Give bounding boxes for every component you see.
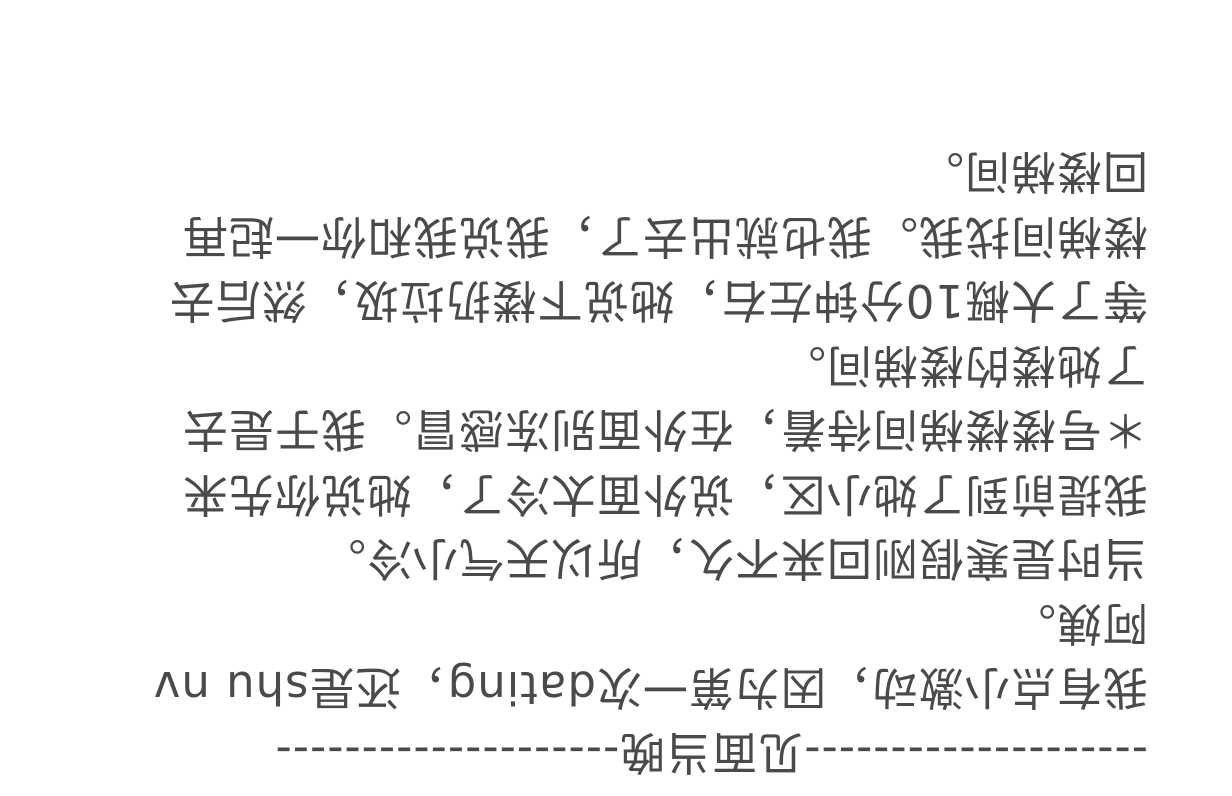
paragraph-line: ＊号楼楼梯间待着，在外面别冻感冒。我于是去 bbox=[181, 403, 1148, 457]
paragraph-line: 楼梯间找我。我也就出去了，我说我和你一起再 bbox=[181, 210, 1148, 263]
paragraph-line: 我提前到了她小区，说外面太冷了，她说你先来 bbox=[181, 468, 1148, 521]
section-heading: --------------------见面当晚----------------… bbox=[274, 726, 1148, 779]
paragraph-line: 阿姨。 bbox=[1009, 597, 1148, 650]
document-body: --------------------见面当晚----------------… bbox=[80, 139, 1148, 784]
paragraph-line: 当时是寒假刚回来不久，所以天气小冷。 bbox=[319, 532, 1148, 586]
paragraph-line: 我有点小激动，因为第一次dating，还是shu nv bbox=[152, 661, 1148, 715]
paragraph-line: 等了大概10分钟左右，她说下楼扔垃圾，然后去 bbox=[168, 274, 1148, 328]
paragraph-line: 了她楼的楼梯间。 bbox=[779, 339, 1148, 392]
paragraph-line: 回楼梯间。 bbox=[917, 145, 1148, 199]
